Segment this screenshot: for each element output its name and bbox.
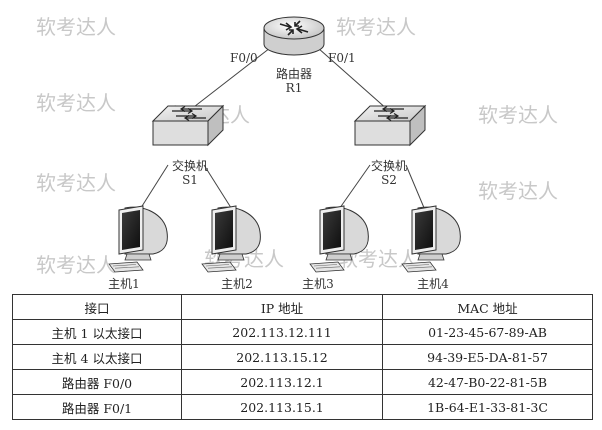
- router-icon: [263, 16, 325, 56]
- cell-interface: 主机 4 以太接口: [12, 344, 182, 370]
- cell-ip: 202.113.12.1: [181, 369, 383, 395]
- cell-ip: 202.113.12.111: [181, 319, 383, 345]
- cell-mac: 1B-64-E1-33-81-3C: [382, 394, 593, 420]
- router-name-label: 路由器: [276, 66, 312, 81]
- watermark-text: 软考达人: [478, 179, 558, 203]
- watermark-text: 软考达人: [36, 253, 116, 277]
- address-table: 接口 IP 地址 MAC 地址 主机 1 以太接口 202.113.12.111…: [12, 294, 593, 420]
- cell-mac: 01-23-45-67-89-AB: [382, 319, 593, 345]
- header-ip-address: IP 地址: [181, 294, 383, 320]
- host-3-label: 主机3: [302, 277, 334, 291]
- switch-s2-id-label: S2: [381, 173, 397, 187]
- header-mac-address: MAC 地址: [382, 294, 593, 320]
- cell-mac: 42-47-B0-22-81-5B: [382, 369, 593, 395]
- cell-ip: 202.113.15.1: [181, 394, 383, 420]
- cell-mac: 94-39-E5-DA-81-57: [382, 344, 593, 370]
- watermark-text: 软考达人: [478, 103, 558, 127]
- switch-s1-name-label: 交换机: [172, 158, 208, 173]
- network-topology-diagram: 软考达人 软考达人 软考达人 软考达人 软考达人 软考达人 软考达人 软考达人 …: [36, 15, 558, 291]
- switch-s1-icon: [152, 105, 224, 146]
- host-4-label: 主机4: [417, 277, 449, 291]
- header-interface: 接口: [12, 294, 182, 320]
- table-row: 路由器 F0/1 202.113.15.1 1B-64-E1-33-81-3C: [12, 394, 593, 420]
- switch-s1-id-label: S1: [182, 173, 198, 187]
- switch-s2-name-label: 交换机: [371, 158, 407, 173]
- table-row: 主机 4 以太接口 202.113.15.12 94-39-E5-DA-81-5…: [12, 344, 593, 370]
- watermark-text: 软考达人: [36, 171, 116, 195]
- router-port-f0-0-label: F0/0: [230, 51, 258, 65]
- host-2-label: 主机2: [221, 277, 253, 291]
- cell-interface: 路由器 F0/1: [12, 394, 182, 420]
- host-1-computer-icon: [108, 205, 168, 273]
- cell-interface: 主机 1 以太接口: [12, 319, 182, 345]
- router-id-label: R1: [286, 81, 303, 95]
- watermark-text: 软考达人: [336, 15, 416, 39]
- watermark-text: 软考达人: [36, 15, 116, 39]
- switch-s2-icon: [354, 105, 426, 146]
- host-1-label: 主机1: [108, 277, 140, 291]
- watermark-text: 软考达人: [36, 91, 116, 115]
- cell-interface: 路由器 F0/0: [12, 369, 182, 395]
- cell-ip: 202.113.15.12: [181, 344, 383, 370]
- table-row: 路由器 F0/0 202.113.12.1 42-47-B0-22-81-5B: [12, 369, 593, 395]
- table-header-row: 接口 IP 地址 MAC 地址: [12, 294, 593, 320]
- table-row: 主机 1 以太接口 202.113.12.111 01-23-45-67-89-…: [12, 319, 593, 345]
- router-port-f0-1-label: F0/1: [328, 51, 356, 65]
